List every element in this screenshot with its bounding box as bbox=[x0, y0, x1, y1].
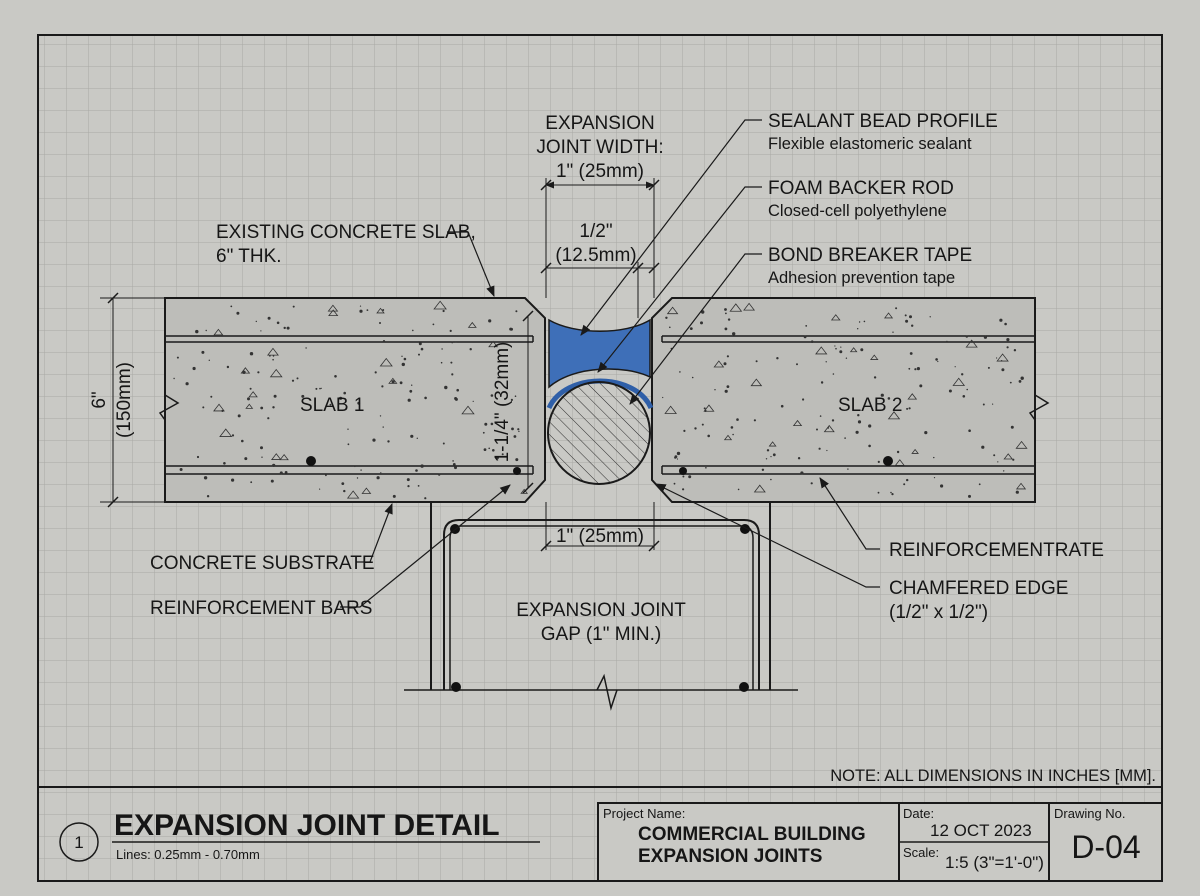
detail-number: 1 bbox=[74, 833, 83, 852]
project-name-1: COMMERCIAL BUILDING bbox=[638, 824, 866, 845]
label-depth: 1-1/4" (32mm) bbox=[492, 342, 513, 463]
break-line-left bbox=[158, 300, 180, 502]
concrete-aggregate bbox=[173, 300, 1028, 500]
dimension-joint-width bbox=[540, 178, 660, 298]
label-thickness-1: 6" bbox=[89, 391, 110, 408]
label-expansion-width-3: 1" (25mm) bbox=[556, 161, 644, 182]
date-label: Date: bbox=[903, 806, 934, 821]
rebar-dot bbox=[883, 456, 893, 466]
drawing-no-label: Drawing No. bbox=[1054, 806, 1126, 821]
rebar-dot bbox=[513, 467, 521, 475]
dimension-gap bbox=[540, 502, 660, 552]
label-expansion-width-1: EXPANSION bbox=[545, 113, 654, 134]
label-half-inch-2: (12.5mm) bbox=[555, 245, 636, 266]
label-gap-1: EXPANSION JOINT bbox=[516, 600, 686, 621]
drawing-title: EXPANSION JOINT DETAIL bbox=[114, 809, 500, 842]
dimensions-note: NOTE: ALL DIMENSIONS IN INCHES [MM]. bbox=[830, 767, 1156, 785]
detail-number-circle bbox=[59, 822, 99, 862]
project-name-2: EXPANSION JOINTS bbox=[638, 846, 822, 867]
label-expansion-width-2: JOINT WIDTH: bbox=[536, 137, 663, 158]
label-slab-1: SLAB 1 bbox=[300, 395, 364, 416]
label-rebars: REINFORCEMENT BARS bbox=[150, 598, 372, 619]
scale-label: Scale: bbox=[903, 845, 939, 860]
label-slab-2: SLAB 2 bbox=[838, 395, 902, 416]
label-gap-2: GAP (1" MIN.) bbox=[541, 624, 661, 645]
label-gap-dimension: 1" (25mm) bbox=[556, 526, 644, 547]
label-sealant-title: SEALANT BEAD PROFILE bbox=[768, 111, 998, 132]
slab-1 bbox=[164, 297, 546, 503]
rebar-dot bbox=[679, 467, 687, 475]
foam-backer-rod bbox=[547, 381, 651, 485]
label-reinforcement-right: REINFORCEMENTRATE bbox=[889, 540, 1104, 561]
break-line-right bbox=[1028, 300, 1050, 502]
label-existing-slab-2: 6" THK. bbox=[216, 246, 282, 267]
label-sealant-sub: Flexible elastomeric sealant bbox=[768, 135, 972, 153]
leader-lines bbox=[340, 119, 880, 608]
drawing-number: D-04 bbox=[1071, 829, 1140, 865]
dimension-thickness bbox=[100, 292, 165, 508]
label-substrate: CONCRETE SUBSTRATE bbox=[150, 553, 375, 574]
label-chamfer-2: (1/2" x 1/2") bbox=[889, 602, 988, 623]
label-half-inch-1: 1/2" bbox=[579, 221, 612, 242]
label-thickness-2: (150mm) bbox=[114, 362, 135, 438]
dimension-depth bbox=[522, 310, 534, 494]
label-bond-title: BOND BREAKER TAPE bbox=[768, 245, 972, 266]
label-backer-title: FOAM BACKER ROD bbox=[768, 178, 954, 199]
title-block bbox=[38, 786, 1163, 882]
rebar-dot bbox=[306, 456, 316, 466]
label-chamfer-1: CHAMFERED EDGE bbox=[889, 578, 1068, 599]
scale-value: 1:5 (3"=1'-0") bbox=[945, 853, 1044, 872]
rebar-cage bbox=[404, 503, 798, 711]
label-backer-sub: Closed-cell polyethylene bbox=[768, 202, 947, 220]
project-label: Project Name: bbox=[603, 806, 685, 821]
dimension-half-inch bbox=[540, 262, 660, 318]
date-value: 12 OCT 2023 bbox=[930, 821, 1032, 840]
lines-spec: Lines: 0.25mm - 0.70mm bbox=[116, 847, 260, 862]
label-bond-sub: Adhesion prevention tape bbox=[768, 269, 955, 287]
label-existing-slab-1: EXISTING CONCRETE SLAB, bbox=[216, 222, 476, 243]
